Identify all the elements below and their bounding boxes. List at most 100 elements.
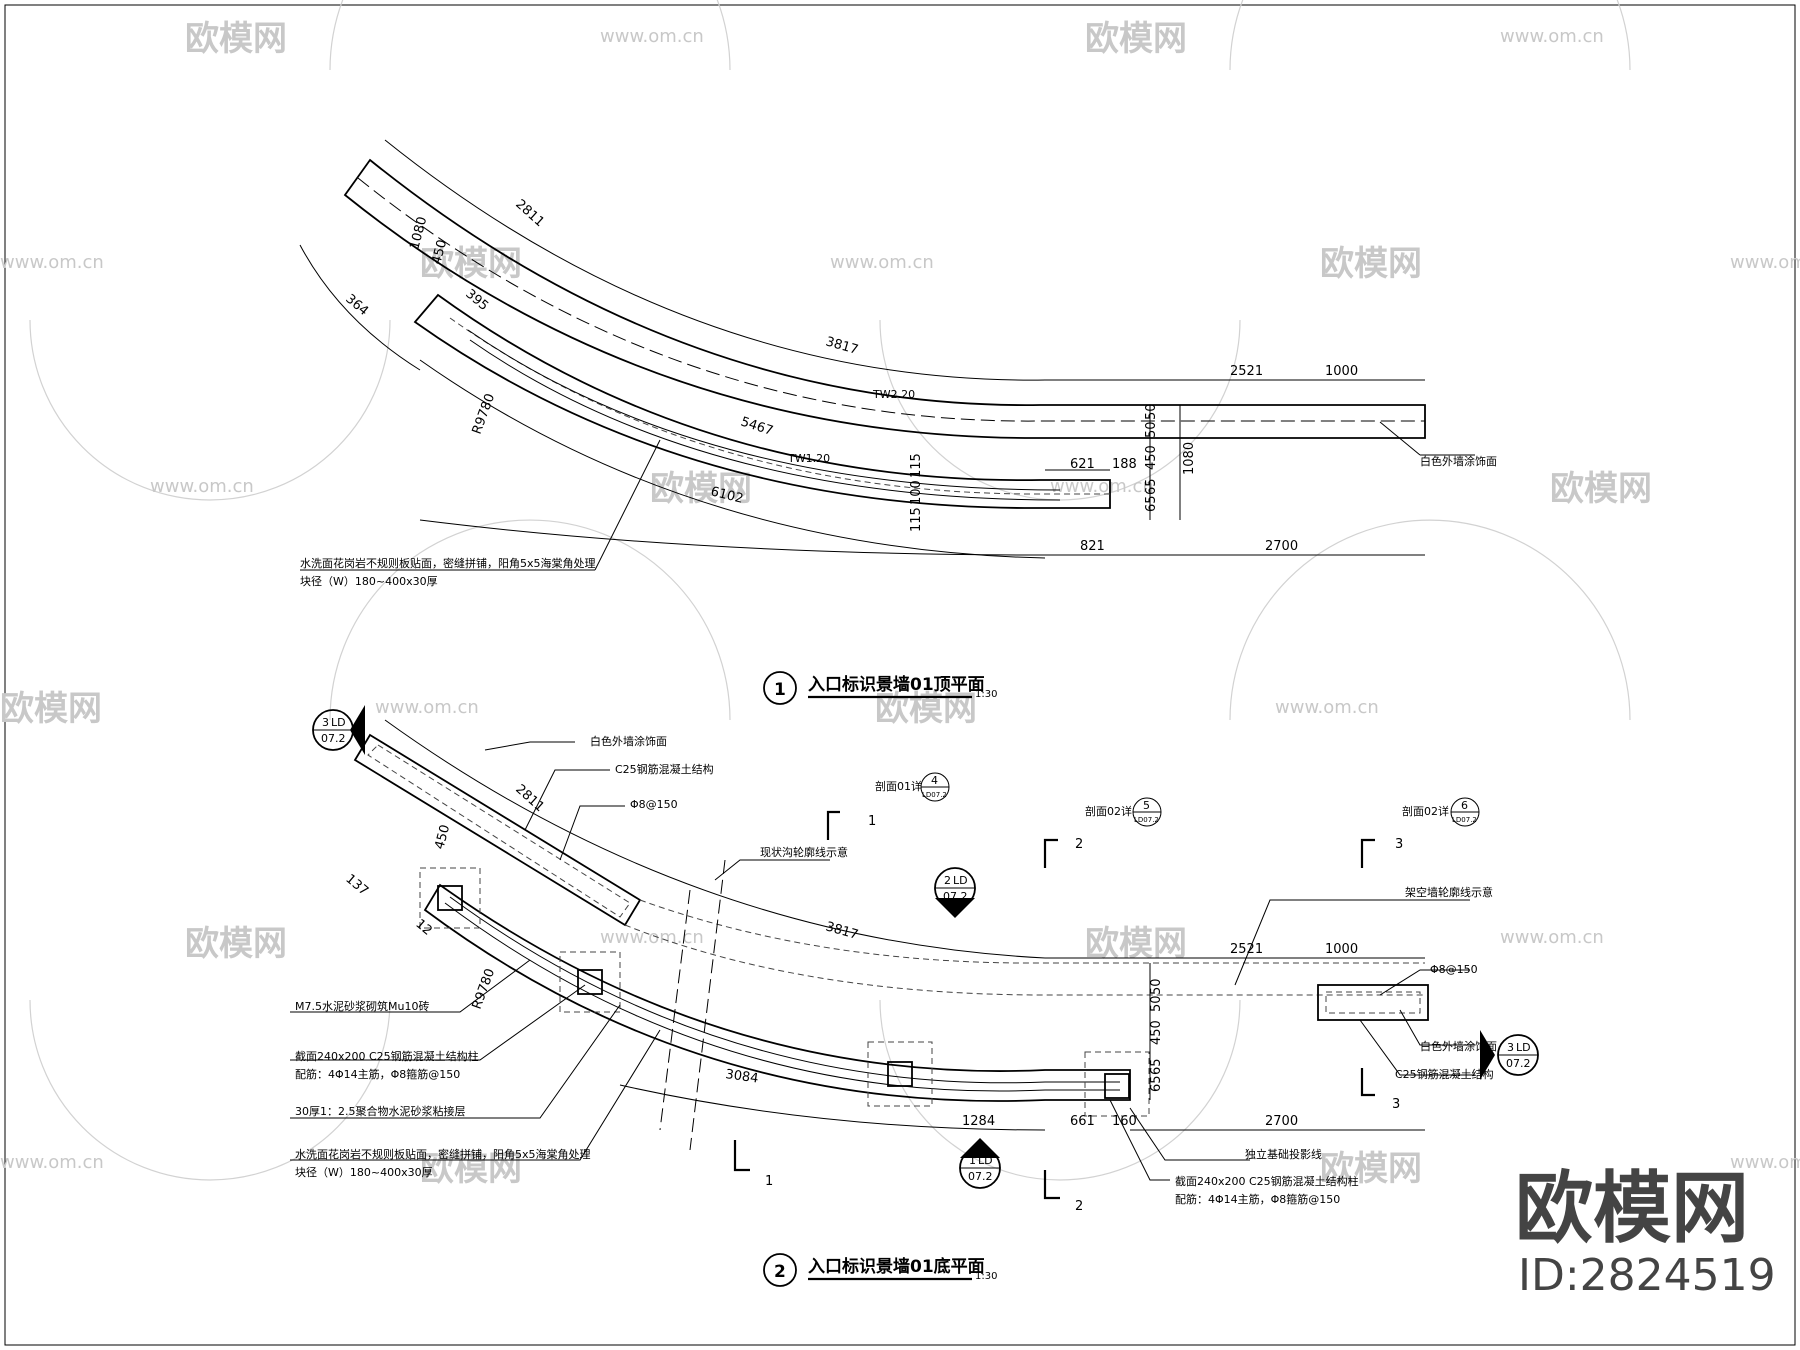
dim-3817: 3817: [824, 334, 860, 358]
label2-stone-size: 块径（W）180~400x30厚: [295, 1166, 433, 1179]
marker-1-bot-sheet: 07.2: [968, 1170, 993, 1183]
dim2-2811: 2811: [512, 782, 547, 815]
watermark-brand: 欧模网: [420, 1149, 522, 1189]
dim-100: 100: [909, 480, 924, 505]
watermark-url: www.om.cn: [375, 697, 479, 718]
trench-line-2: [659, 889, 691, 1131]
label2-overhead: 架空墙轮廓线示意: [1405, 885, 1493, 899]
marker-3-right-sheet: 07.2: [1506, 1057, 1531, 1070]
dim-arc-inner-2: [619, 1084, 1046, 1131]
footing-2: [559, 951, 621, 1013]
dim2-3084: 3084: [724, 1067, 759, 1086]
trench-line-1: [689, 859, 726, 1151]
dim-arc-6102: [419, 359, 1046, 559]
upper-wall-centerline: [357, 177, 1425, 422]
watermark-url: www.om.cn: [150, 476, 254, 497]
section-callout-6: 剖面02详 6 LD07.2 3 3: [1392, 797, 1480, 1112]
dim-115-b: 115: [909, 507, 924, 532]
dim-2811: 2811: [512, 197, 547, 230]
label2-column-2b: 配筋：4Φ14主筋，Φ8箍筋@150: [1175, 1192, 1340, 1206]
upper-wall-rebar: [367, 744, 631, 918]
right-column-box: [1317, 984, 1429, 1021]
section-6-number: 6: [1461, 799, 1468, 812]
watermark-url: www.om.cn: [1730, 1152, 1800, 1173]
watermark-brand: 欧模网: [185, 924, 287, 964]
dim-621: 621: [1070, 457, 1095, 472]
watermark-brand: 欧模网: [185, 19, 287, 59]
dim2-661: 661: [1070, 1114, 1095, 1129]
cut-1b-label: 1: [765, 1174, 773, 1189]
label2-trench: 现状沟轮廓线示意: [760, 845, 848, 859]
dim2-137: 137: [342, 872, 371, 899]
label2-stone-note: 水洗面花岗岩不规则板贴面，密缝拼铺，阳角5x5海棠角处理: [295, 1147, 591, 1161]
label2-rebar-right: Φ8@150: [1430, 963, 1478, 976]
cut-3b-label: 3: [1392, 1097, 1400, 1112]
column-1: [437, 885, 463, 911]
leader-wall-finish: [484, 741, 575, 751]
footing-4: [1084, 1051, 1150, 1117]
brand-id-text: ID:2824519: [1518, 1250, 1776, 1301]
label2-rebar: Φ8@150: [630, 798, 678, 811]
section-cut-2: [1043, 838, 1058, 868]
label2-bond-layer: 30厚1：2.5聚合物水泥砂浆粘接层: [295, 1104, 466, 1118]
dim-arc-outer-2: [384, 719, 1046, 959]
dim-450-b: 450: [429, 238, 450, 266]
lower-wall-outline-2: [423, 883, 1131, 1102]
index-marker-3-right: 3 LD 07.2: [1480, 1030, 1539, 1080]
cut-1-label: 1: [868, 814, 876, 829]
dim-188: 188: [1112, 457, 1137, 472]
label2-wall-finish-right: 白色外墙涂饰面: [1420, 1039, 1497, 1053]
label2-c25: C25钢筋混凝土结构: [615, 762, 714, 776]
index-marker-2-mid: 2 LD 07.2: [934, 867, 976, 918]
section-cut-1b: [733, 1140, 750, 1172]
label2-independent: 独立基础投影线: [1245, 1147, 1322, 1161]
watermark-url: www.om.cn: [1050, 476, 1154, 497]
plan-1-title: 1 入口标识景墙01顶平面 1:30: [763, 671, 997, 705]
dim-65-b: 65: [1144, 495, 1159, 512]
section-4-number: 4: [931, 774, 938, 787]
watermark-brand: 欧模网: [1550, 469, 1652, 509]
leader-stone: [290, 1029, 661, 1161]
dim-364: 364: [342, 292, 371, 319]
section-cut-3b: [1360, 1068, 1375, 1097]
lower-wall-inner: [449, 317, 1110, 495]
watermark-url: www.om.cn: [1500, 927, 1604, 948]
section-callout-5: 剖面02详 5 LD07.2 2 2: [1075, 797, 1162, 1214]
wall-stone-hatch: [467, 329, 1061, 501]
watermark-layer: 欧模网 欧模网 欧模网 欧模网 欧模网 欧模网 欧模网 欧模网 欧模网 欧模网 …: [0, 0, 1800, 1189]
upper-wall-outline: [343, 158, 1426, 439]
leader-bond: [290, 1004, 621, 1119]
brand-logo-text: 欧模网: [1515, 1164, 1749, 1254]
dim2-r9780: R9780: [470, 967, 499, 1012]
plan-1-top-plan: 2811 3817 2521 1000 5467 6102 621 188 82…: [299, 139, 1497, 705]
label2-wall-finish: 白色外墙涂饰面: [590, 734, 667, 748]
column-3: [887, 1061, 913, 1087]
elevation-tw2: TW1.20: [787, 452, 830, 465]
dim2-450-a: 450: [1149, 1020, 1164, 1045]
dim2-1284: 1284: [962, 1114, 995, 1129]
dim-50-a: 50: [1144, 403, 1159, 420]
dim2-65-b: 65: [1149, 1075, 1164, 1092]
leader-rebar: [559, 805, 625, 861]
leader-trench: [714, 859, 830, 881]
leader-c25: [524, 769, 610, 831]
index-marker-1-bottom: 1 LD 07.2: [959, 1138, 1001, 1189]
dim-2700: 2700: [1265, 539, 1298, 554]
label-stone-size: 块径（W）180~400x30厚: [300, 575, 438, 588]
dim-1080-right: 1080: [1182, 442, 1197, 475]
leader-independent: [1129, 1107, 1250, 1161]
watermark-brand: 欧模网: [1085, 924, 1187, 964]
brand-stamp: 欧模网 ID:2824519: [1515, 1164, 1776, 1301]
dim-2521: 2521: [1230, 364, 1263, 379]
leader-rebar-right: [1379, 969, 1470, 996]
dim-115-a: 115: [909, 453, 924, 478]
label-wall-finish: 白色外墙涂饰面: [1420, 454, 1497, 468]
marker-3-top-num: 3: [322, 716, 329, 729]
drawing-frame: [4, 4, 1796, 1346]
leader-wall-finish-right: [1399, 1009, 1475, 1046]
watermark-brand: 欧模网: [420, 244, 522, 284]
marker-2-mid-num: 2: [944, 874, 951, 887]
leader-column2: [1109, 1099, 1170, 1181]
footing-3: [867, 1041, 933, 1107]
watermark-url: www.om.cn: [1730, 252, 1800, 273]
